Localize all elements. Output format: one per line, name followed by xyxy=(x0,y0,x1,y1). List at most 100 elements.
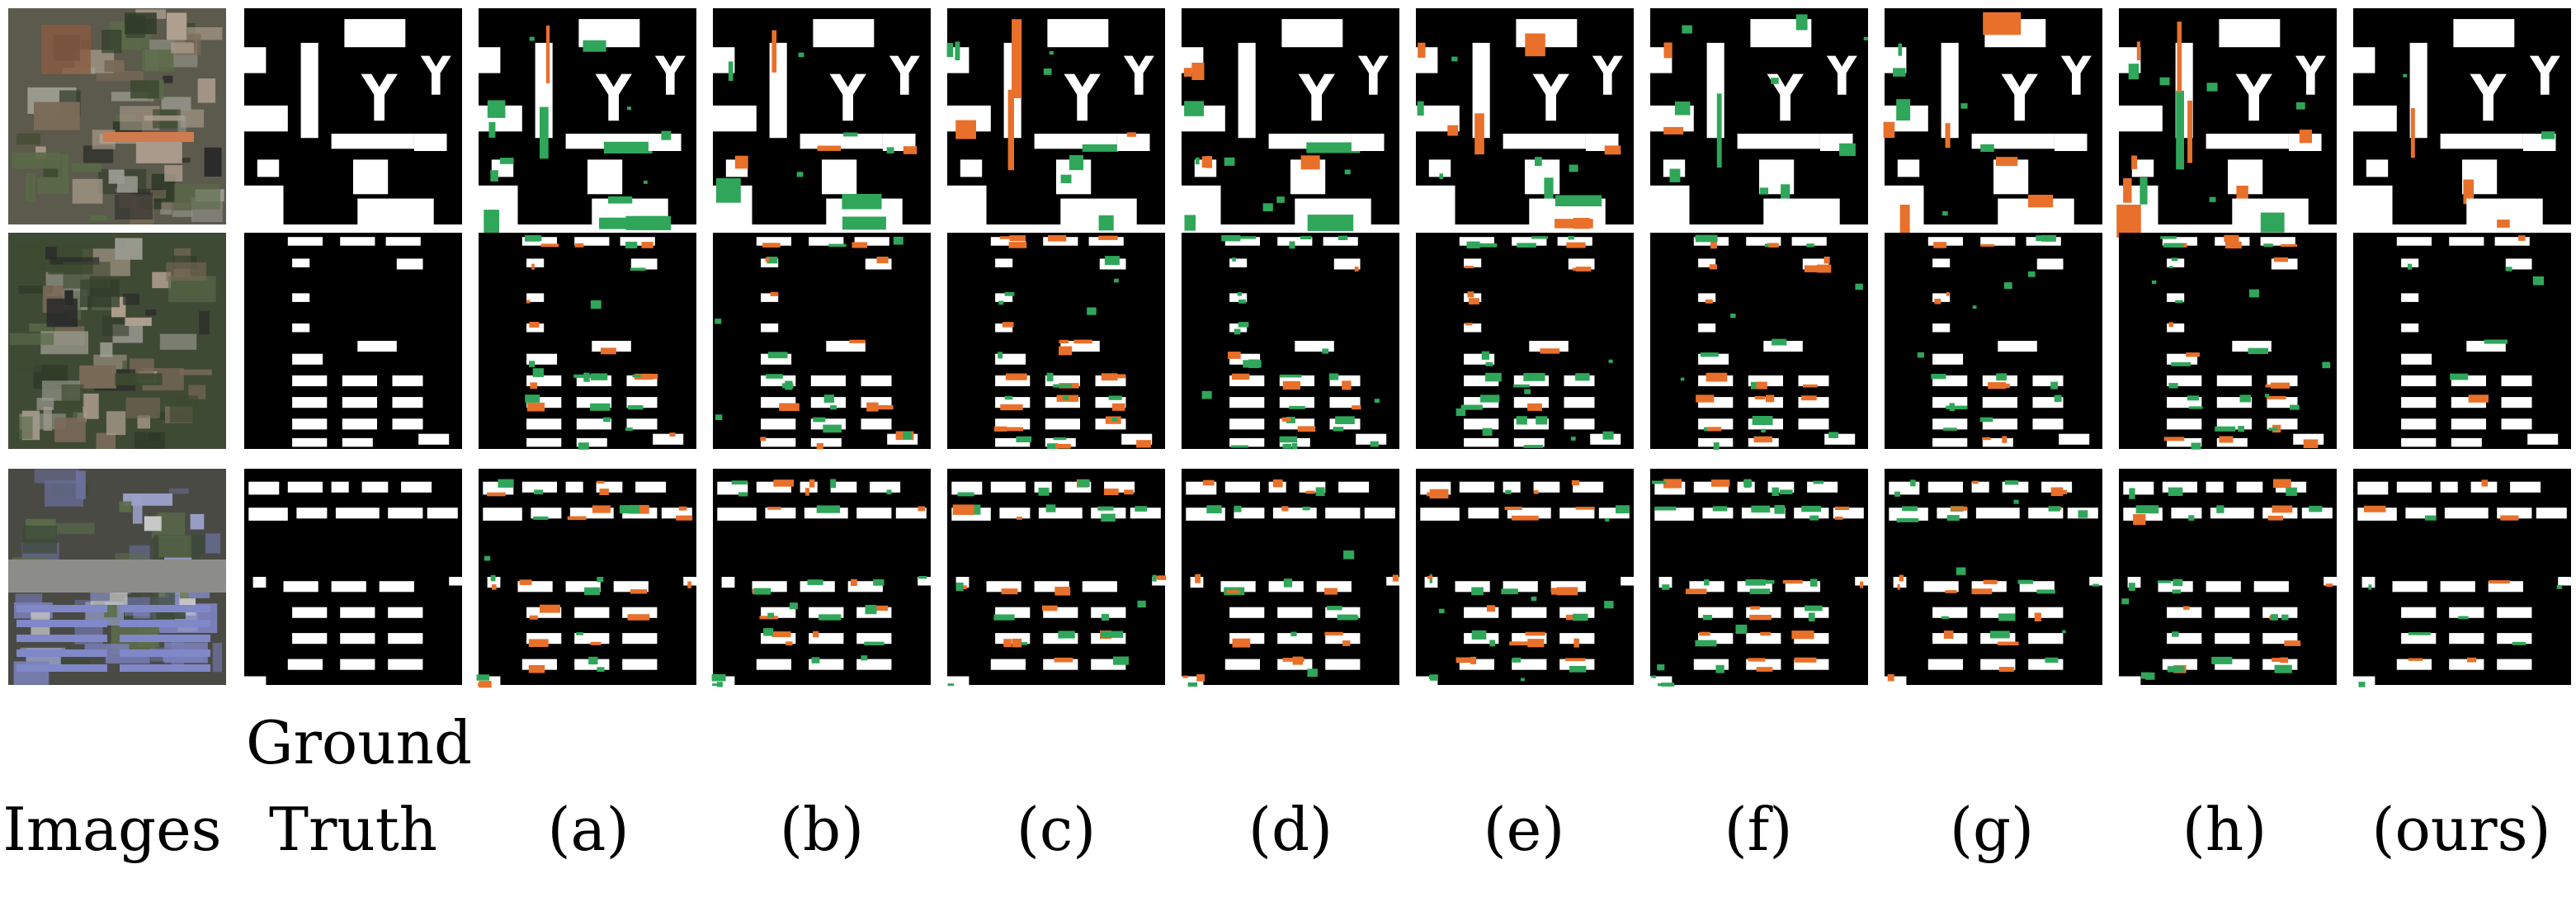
false-negative-region xyxy=(1943,630,1954,639)
aerial-texture-patch xyxy=(96,432,116,449)
false-negative-region xyxy=(2273,479,2291,489)
building xyxy=(292,397,328,408)
false-positive-region xyxy=(1654,506,1677,511)
building xyxy=(526,437,562,447)
false-negative-region xyxy=(2271,382,2290,389)
false-positive-region xyxy=(1996,373,2007,381)
false-positive-region xyxy=(1652,480,1667,484)
false-positive-region xyxy=(2309,505,2323,512)
false-positive-region xyxy=(1306,142,1361,153)
building xyxy=(565,481,583,493)
building xyxy=(1468,508,1499,519)
false-negative-region xyxy=(678,506,687,511)
false-positive-region xyxy=(590,403,611,411)
aerial-texture-patch xyxy=(144,516,162,531)
false-positive-region xyxy=(1069,154,1083,171)
building xyxy=(2206,581,2241,593)
false-positive-region xyxy=(1370,441,1379,447)
false-negative-region xyxy=(1706,372,1728,382)
building xyxy=(800,134,883,149)
false-negative-region xyxy=(773,479,795,487)
building-y-shape xyxy=(654,55,686,95)
building xyxy=(379,581,414,593)
building xyxy=(2497,607,2532,618)
false-negative-region xyxy=(1073,339,1092,344)
aerial-rooftop-row xyxy=(120,605,210,612)
mask-background xyxy=(713,233,931,449)
building xyxy=(990,237,1026,246)
panel-grid xyxy=(8,8,2571,688)
false-negative-region xyxy=(1042,605,1058,612)
false-negative-region xyxy=(1487,605,1496,612)
false-positive-region xyxy=(1700,352,1719,357)
false-positive-region xyxy=(608,196,633,204)
false-negative-region xyxy=(1016,517,1022,520)
false-positive-region xyxy=(1283,579,1293,588)
building xyxy=(357,198,434,224)
false-negative-region xyxy=(1511,515,1539,521)
building-y-shape xyxy=(1826,55,1857,95)
building xyxy=(1998,341,2037,352)
building xyxy=(1325,508,1361,519)
false-negative-region xyxy=(767,507,781,510)
building xyxy=(1272,508,1317,519)
false-positive-region xyxy=(1893,68,1906,77)
false-negative-region xyxy=(849,339,866,343)
mask-background xyxy=(244,469,462,685)
building xyxy=(1564,397,1595,408)
false-positive-region xyxy=(2188,515,2195,521)
false-negative-region xyxy=(1711,479,1730,487)
false-positive-speck xyxy=(1224,157,1235,166)
false-negative-region xyxy=(1455,657,1474,664)
false-positive-speck xyxy=(2028,271,2036,277)
false-negative-region xyxy=(599,489,609,495)
false-negative-region xyxy=(1059,339,1069,343)
false-positive-region xyxy=(2260,212,2285,233)
false-negative-region xyxy=(1126,132,1137,137)
building xyxy=(331,134,414,149)
false-positive-region xyxy=(1910,479,1916,487)
building xyxy=(1459,237,1494,246)
false-negative-region xyxy=(2163,437,2185,442)
false-positive-region xyxy=(1751,505,1771,513)
false-positive-region xyxy=(1232,257,1236,262)
false-negative-region xyxy=(2267,515,2283,521)
building xyxy=(2401,607,2437,618)
false-negative-region xyxy=(1565,658,1586,662)
building xyxy=(526,293,545,302)
false-positive-speck xyxy=(2556,584,2562,589)
building xyxy=(2401,353,2432,365)
false-negative-region xyxy=(1324,631,1343,636)
building xyxy=(1420,508,1460,521)
false-positive-region xyxy=(603,417,611,423)
false-positive-region xyxy=(533,235,542,241)
false-negative-region xyxy=(2219,436,2234,443)
false-negative-region xyxy=(1995,157,2018,167)
building xyxy=(990,659,1026,670)
aerial-rooftop-row xyxy=(120,664,210,672)
aerial-texture-patch xyxy=(115,192,153,220)
false-positive-region xyxy=(2172,589,2181,594)
false-positive-region xyxy=(842,194,882,210)
false-positive-region xyxy=(2215,426,2236,432)
false-positive-speck xyxy=(2248,289,2259,298)
building xyxy=(1559,633,1595,645)
building xyxy=(2440,581,2475,593)
false-positive-region xyxy=(1772,338,1787,346)
false-positive-speck xyxy=(1087,307,1097,315)
false-negative-region xyxy=(1972,480,1979,484)
building xyxy=(2488,581,2523,593)
false-negative-region xyxy=(2463,179,2475,205)
building xyxy=(342,437,373,447)
false-positive-region xyxy=(1806,243,1814,248)
building-y-shape xyxy=(1064,73,1101,121)
false-positive-speck xyxy=(2062,630,2066,634)
false-positive-region xyxy=(2160,236,2177,239)
false-positive-region xyxy=(2157,580,2172,583)
false-positive-region xyxy=(864,641,885,645)
false-positive-region xyxy=(946,43,954,58)
false-positive-region xyxy=(1335,416,1355,424)
false-positive-region xyxy=(1234,505,1242,512)
false-negative-region xyxy=(1748,658,1766,662)
false-negative-region xyxy=(529,322,540,328)
